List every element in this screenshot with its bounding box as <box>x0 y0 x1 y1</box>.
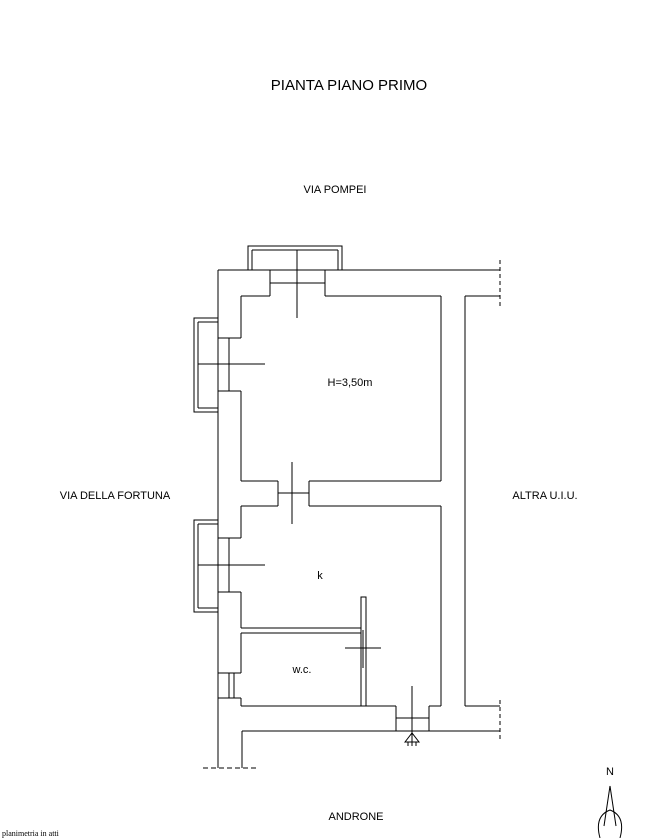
room-height-label: H=3,50m <box>328 377 373 389</box>
outer-walls <box>203 260 501 769</box>
door-entrance <box>395 686 430 746</box>
window-wc <box>218 672 241 699</box>
room-label-wc: w.c. <box>292 664 312 676</box>
street-label-north: VIA POMPEI <box>304 184 367 196</box>
window-west-upper <box>193 317 265 413</box>
neighbor-label-east: ALTRA U.I.U. <box>512 490 577 502</box>
plan-title: PIANTA PIANO PRIMO <box>271 77 427 94</box>
street-label-south: ANDRONE <box>328 811 383 823</box>
north-arrow-icon <box>597 785 623 838</box>
room-main <box>240 295 442 482</box>
north-label: N <box>606 766 614 778</box>
window-north <box>247 245 343 318</box>
street-label-west: VIA DELLA FORTUNA <box>60 490 171 502</box>
room-label-kitchen: k <box>317 570 323 582</box>
door-main-kitchen <box>277 462 310 524</box>
door-wc <box>345 630 381 668</box>
window-west-lower <box>193 519 265 613</box>
room-wc <box>240 596 367 707</box>
footer-note: planimetria in atti <box>2 829 60 838</box>
room-kitchen <box>240 505 442 707</box>
